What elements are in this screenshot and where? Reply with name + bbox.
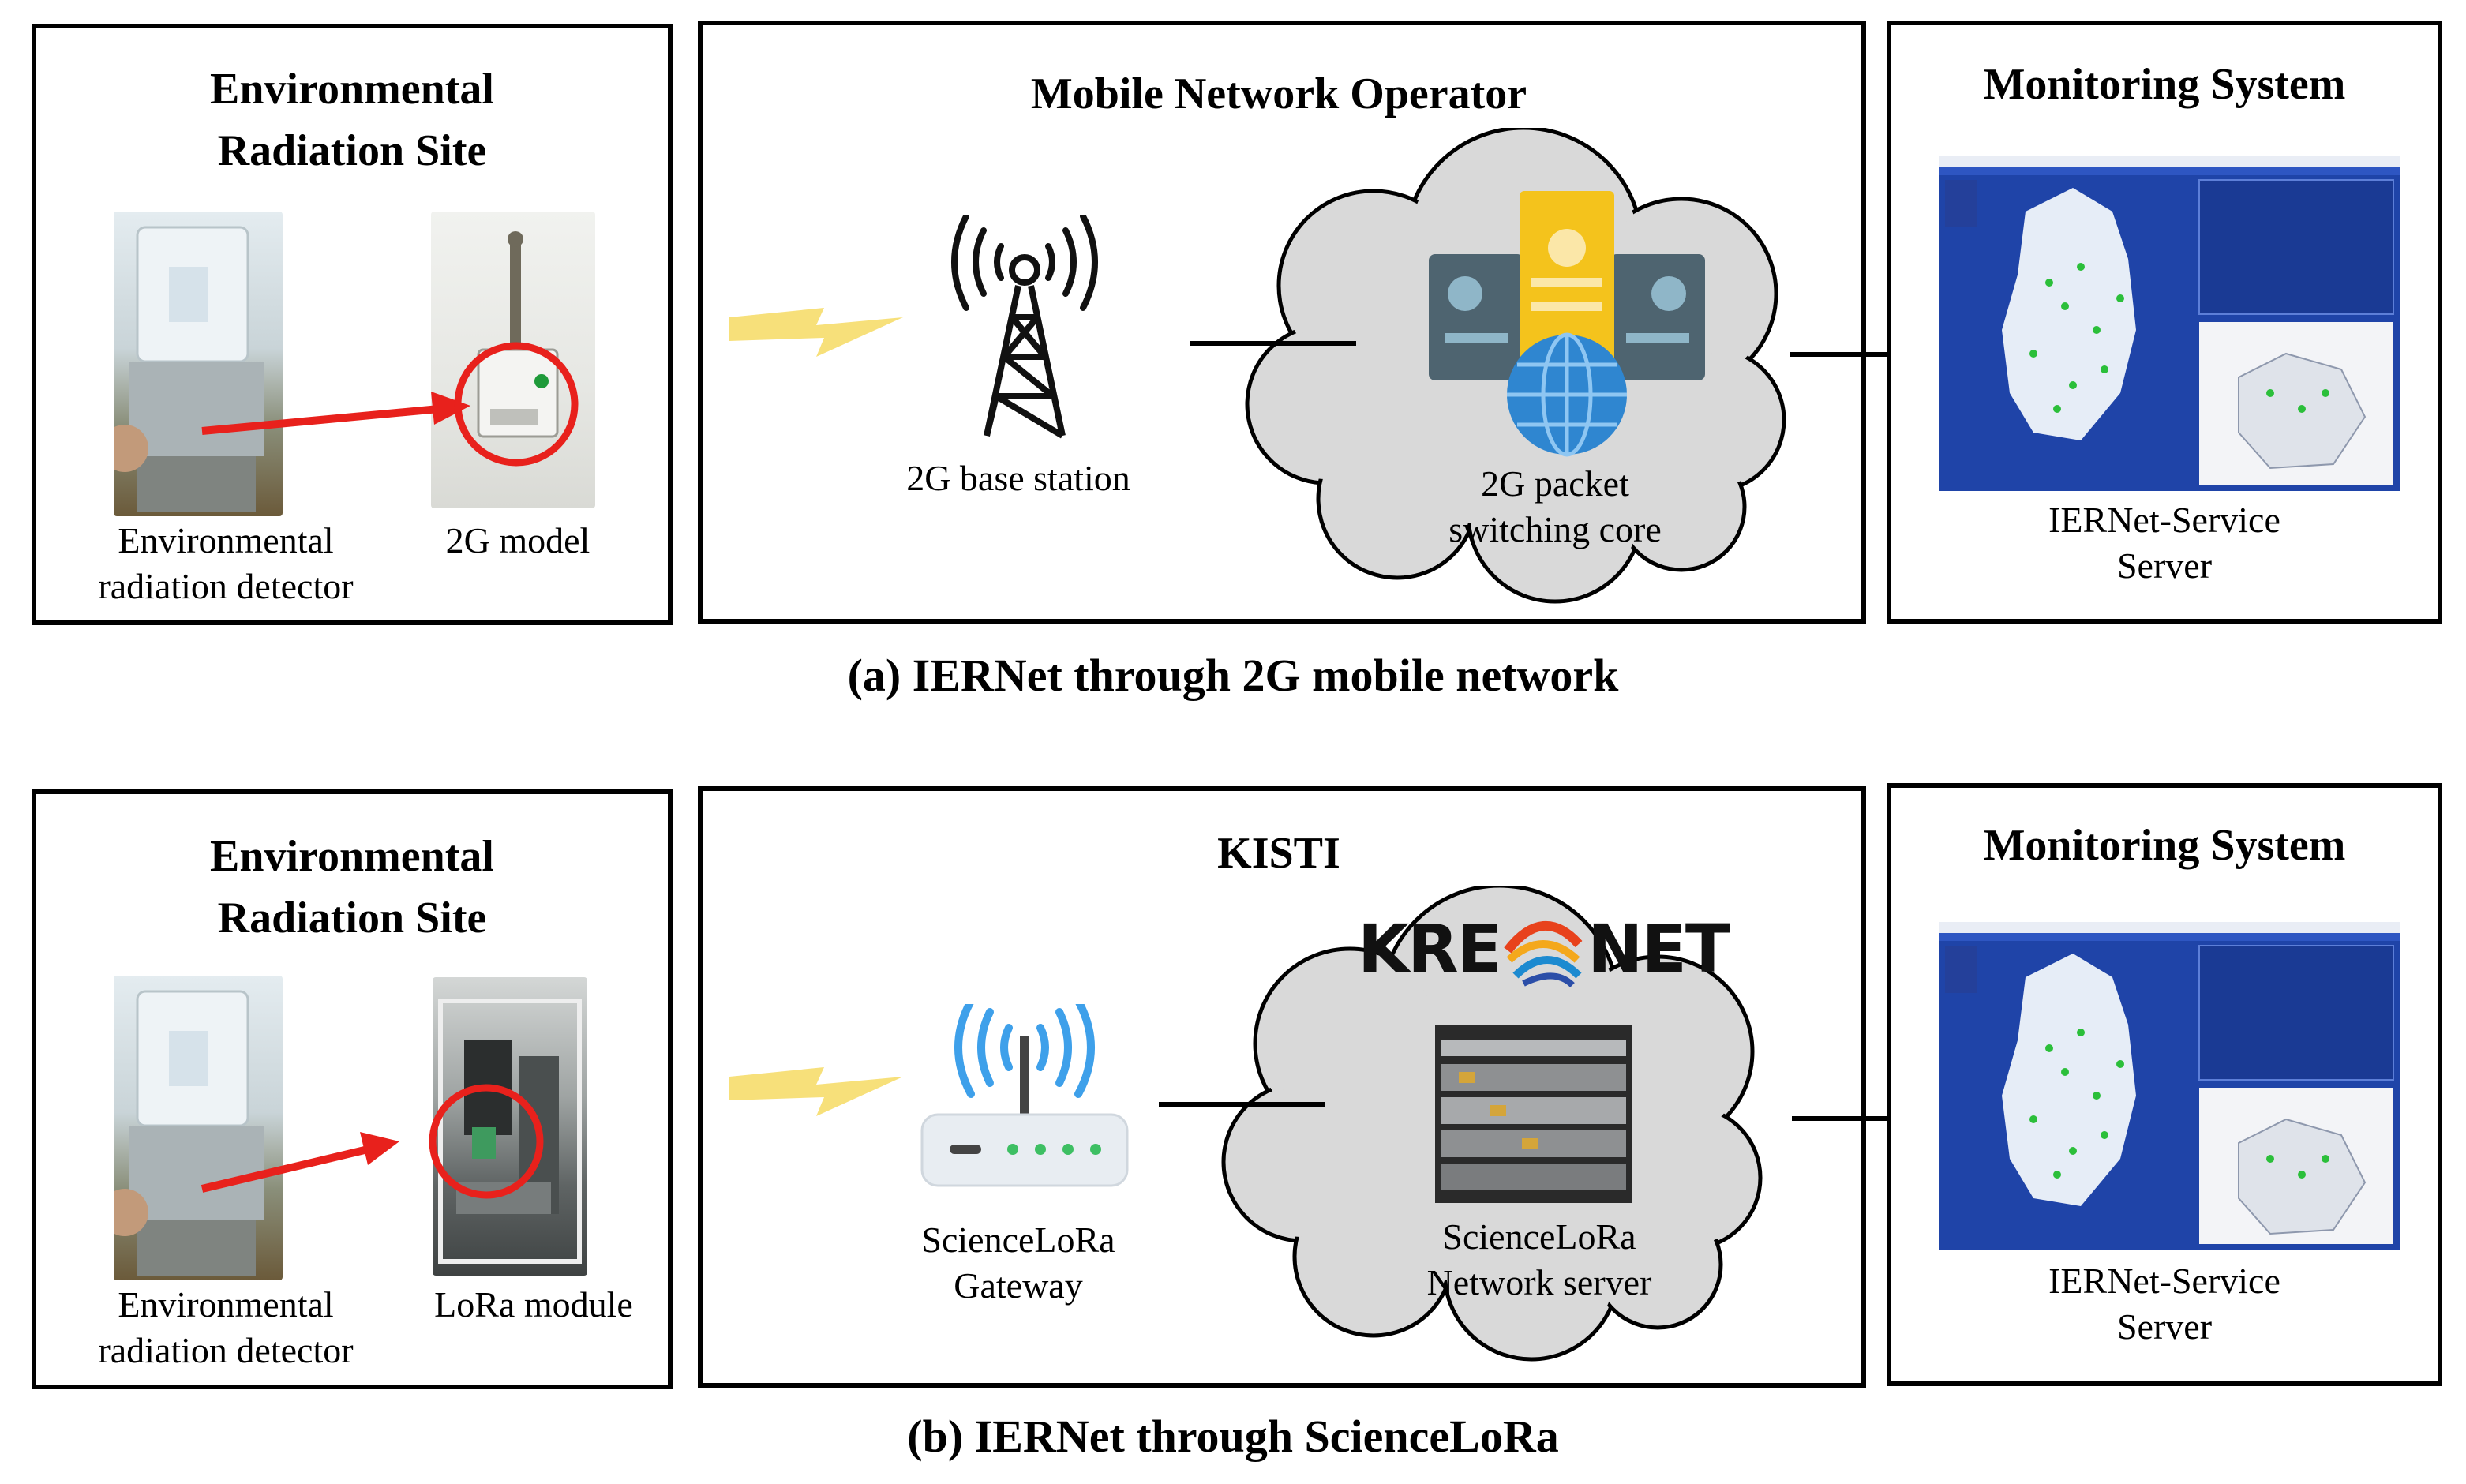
link-core-monitor-a <box>1790 352 1917 357</box>
server-rack-illustration <box>1441 1040 1626 1190</box>
operator-panel-a: Mobile Network Operator <box>698 21 1866 624</box>
site-title-b: Environmental Radiation Site <box>36 826 668 949</box>
network-server-label-line1: ScienceLoRa <box>1442 1216 1636 1257</box>
network-server-label: ScienceLoRa Network server <box>1381 1214 1697 1306</box>
korea-map-a <box>1939 156 2400 485</box>
monitor-screenshot-b <box>1939 922 2400 1250</box>
detector-photo <box>114 212 283 516</box>
detector-label-a: Environmental radiation detector <box>68 518 384 609</box>
monitoring-panel-a: Monitoring System IERNet-Service Server <box>1887 21 2442 624</box>
site-title-line2: Radiation Site <box>217 894 487 942</box>
site-title-a: Environmental Radiation Site <box>36 58 668 182</box>
logo-text-left: KRE <box>1358 910 1502 987</box>
highlight-arrow-a <box>201 342 579 467</box>
caption-a: (a) IERNet through 2G mobile network <box>847 650 1619 701</box>
site-title-line1: Environmental <box>210 832 494 881</box>
monitor-server-label-a: IERNet-Service Server <box>1891 497 2438 589</box>
operator-panel-b: KISTI KRE <box>698 786 1866 1388</box>
operator-title-b: KISTI <box>1217 829 1340 878</box>
kreonet-logo: KRE NET <box>1358 909 1730 988</box>
logo-swirl-icon <box>1504 921 1583 987</box>
link-core-monitor-b <box>1792 1116 1918 1121</box>
lightning-icon-a <box>729 308 903 357</box>
link-gateway-server <box>1159 1102 1325 1107</box>
detector-illustration <box>114 990 264 1276</box>
site-panel-b: Environmental Radiation Site Environment… <box>32 789 673 1389</box>
detector-label-line2: radiation detector <box>98 566 354 606</box>
core-label-line2: switching core <box>1448 509 1662 549</box>
core-label-line1: 2G packet <box>1481 463 1629 504</box>
server-label-line2: Server <box>2116 1306 2213 1347</box>
monitoring-title-b: Monitoring System <box>1983 821 2346 870</box>
detector-label-b: Environmental radiation detector <box>68 1282 384 1373</box>
operator-title-a: Mobile Network Operator <box>1030 69 1527 118</box>
monitoring-panel-b: Monitoring System IERNet-Service Server <box>1887 783 2442 1386</box>
detector-illustration <box>114 226 264 512</box>
detector-label-line2: radiation detector <box>98 1330 354 1370</box>
lora-gateway-icon <box>920 1004 1129 1187</box>
module-label-b: LoRa module <box>434 1284 633 1325</box>
link-station-core <box>1190 341 1356 346</box>
detector-photo-b <box>114 976 283 1280</box>
network-server-photo <box>1435 1025 1632 1203</box>
core-label: 2G packet switching core <box>1397 461 1713 553</box>
site-title-line2: Radiation Site <box>217 126 487 175</box>
gateway-label: ScienceLoRa Gateway <box>868 1217 1168 1309</box>
server-label-line1: IERNet-Service <box>2048 1261 2280 1301</box>
module-label-a: 2G model <box>445 520 590 560</box>
monitoring-title-a: Monitoring System <box>1983 60 2346 109</box>
2g-module-photo <box>431 212 595 508</box>
caption-b: (b) IERNet through ScienceLoRa <box>907 1411 1559 1462</box>
site-title-line1: Environmental <box>210 65 494 114</box>
site-panel-a: Environmental Radiation Site Environment… <box>32 24 673 625</box>
network-server-label-line2: Network server <box>1426 1262 1652 1302</box>
2g-module-illustration <box>477 231 559 438</box>
gateway-label-line1: ScienceLoRa <box>921 1220 1115 1260</box>
lightning-icon-b <box>729 1067 903 1116</box>
logo-text-right: NET <box>1587 910 1730 987</box>
korea-map-b <box>1939 922 2400 1244</box>
station-label: 2G base station <box>906 458 1130 498</box>
detector-label-line1: Environmental <box>118 520 334 560</box>
monitor-server-label-b: IERNet-Service Server <box>1891 1258 2438 1350</box>
gateway-label-line2: Gateway <box>954 1265 1083 1306</box>
logo-swirl <box>1500 913 1587 988</box>
detector-label-line1: Environmental <box>118 1284 334 1325</box>
base-station-icon <box>951 215 1098 439</box>
packet-core-icon <box>1429 191 1705 457</box>
monitor-screenshot-a <box>1939 156 2400 491</box>
server-label-line1: IERNet-Service <box>2048 500 2280 540</box>
server-label-line2: Server <box>2116 545 2213 586</box>
highlight-arrow-b <box>201 1084 544 1199</box>
